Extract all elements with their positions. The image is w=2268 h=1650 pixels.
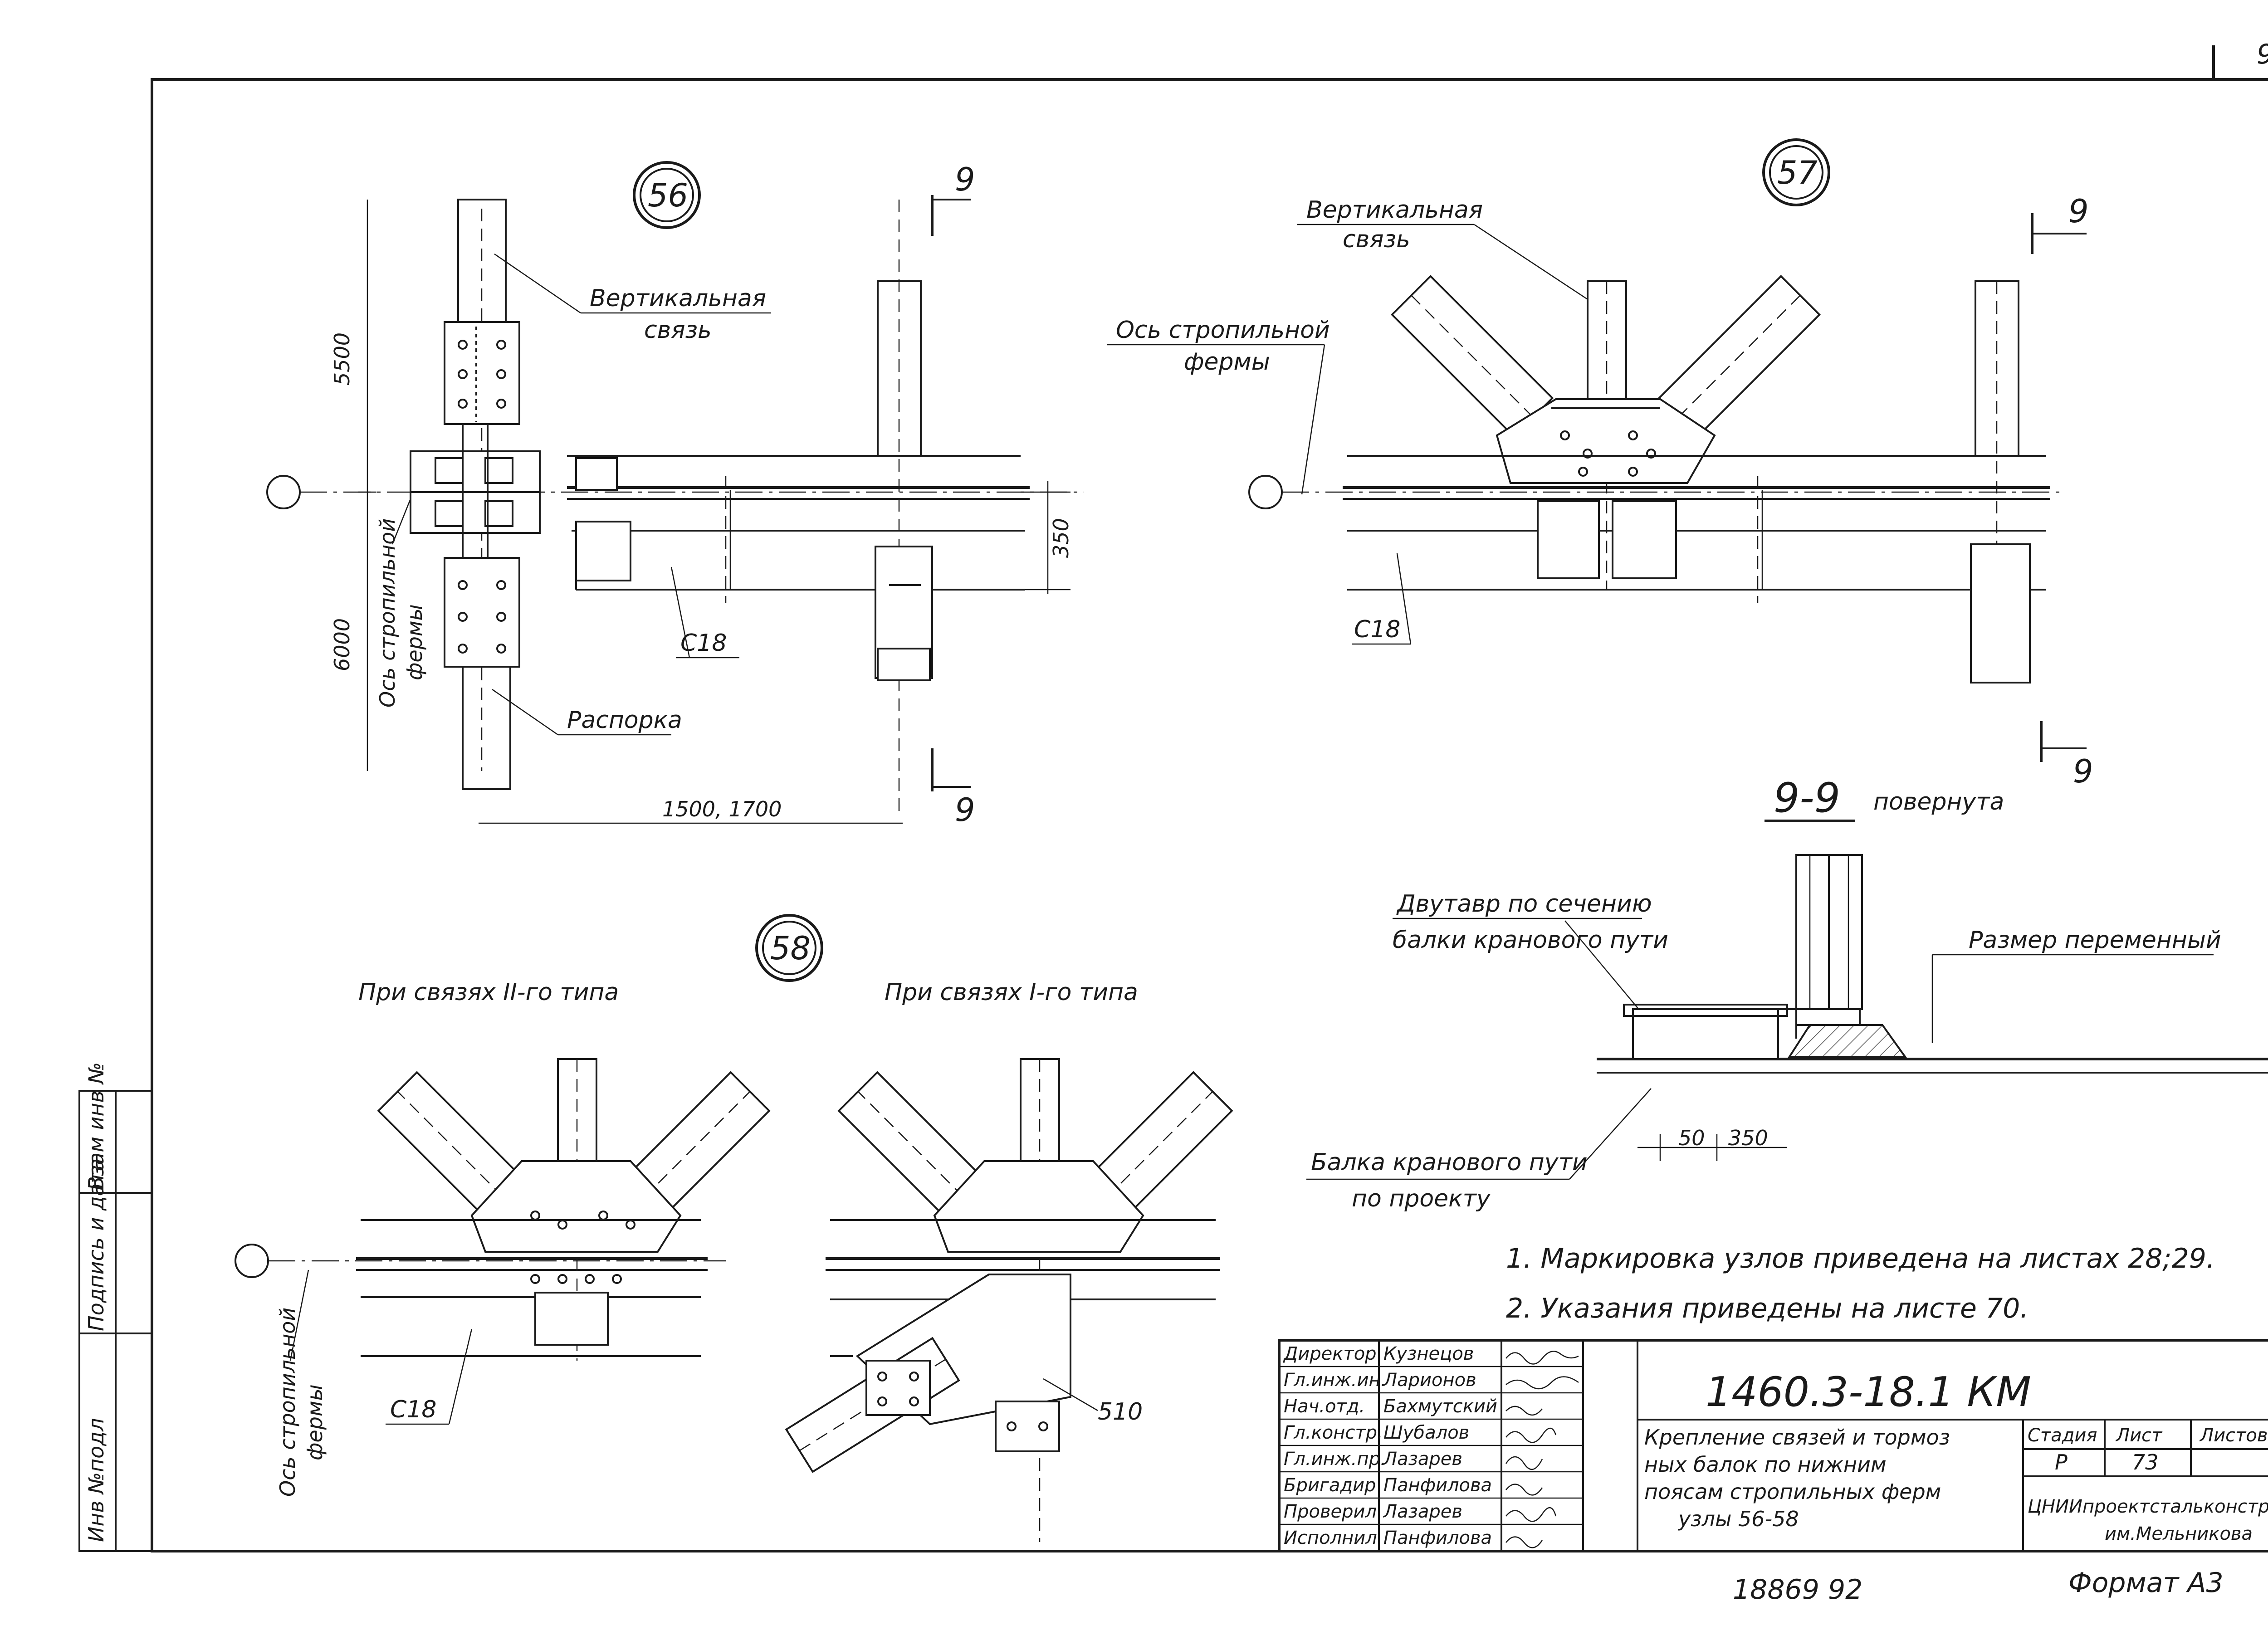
side-stamp-podpis: Подпись и дата xyxy=(84,1158,108,1331)
section-9-9-title: 9-9 xyxy=(1774,774,1840,822)
node-57-marker xyxy=(1762,138,1830,206)
dim-350-56: 350 xyxy=(1049,518,1073,558)
stage-value: Р xyxy=(2055,1450,2068,1474)
label-beam-2: по проекту xyxy=(1352,1185,1491,1212)
sheet-value: 73 xyxy=(2132,1450,2159,1474)
label-vert-57-1: Вертикальная xyxy=(1306,196,1483,224)
signatures xyxy=(1505,1351,1579,1548)
axis-label-56-2: фермы xyxy=(402,604,427,680)
role-3: Нач.отд. xyxy=(1284,1396,1365,1417)
plate-510: 510 xyxy=(1098,1398,1143,1425)
note-2: 2. Указания приведены на листе 70. xyxy=(1506,1293,2028,1324)
label-rasp-56: Распорка xyxy=(567,707,682,734)
axis-label-58-1: Ось стропильной xyxy=(275,1308,300,1497)
channel-56: С18 xyxy=(680,630,727,657)
dim-6000: 6000 xyxy=(330,618,354,671)
document-code: 1460.3-18.1 КМ xyxy=(1706,1368,2031,1416)
label-size: Размер переменный xyxy=(1969,927,2221,954)
node-58-drawing: 58 При связях II-го типа При связях I-го… xyxy=(235,914,1233,1542)
section-9-9-drawing: 9-9 повернута Двутавр по сечению балки к… xyxy=(1306,774,2268,1212)
axis-bubble-58 xyxy=(235,1244,269,1278)
name-3: Бахмутский xyxy=(1383,1396,1497,1417)
name-2: Ларионов xyxy=(1383,1370,1476,1391)
role-2: Гл.инж.ин. xyxy=(1284,1370,1386,1391)
organization: ЦНИИпроектстальконструкция xyxy=(2028,1496,2268,1517)
node-57-number: 57 xyxy=(1777,154,1818,191)
label-vert-57-2: связь xyxy=(1343,226,1410,253)
gusset-lower xyxy=(444,557,520,668)
axis-bubble-56 xyxy=(266,475,301,509)
name-5: Лазарев xyxy=(1383,1449,1462,1469)
title-line-1: Крепление связей и тормоз xyxy=(1644,1425,1950,1450)
gusset-upper xyxy=(444,321,520,425)
stage-head: Стадия xyxy=(2028,1425,2097,1446)
label-vert-56-2: связь xyxy=(644,317,712,344)
title-line-4: узлы 56-58 xyxy=(1677,1507,1799,1531)
dim-span-56: 1500, 1700 xyxy=(662,797,782,821)
section-57-top: 9 xyxy=(2068,193,2089,230)
axis-bubble-57 xyxy=(1248,475,1283,509)
label-beam-1: Балка кранового пути xyxy=(1311,1149,1588,1176)
title-line-2: ных балок по нижним xyxy=(1644,1452,1887,1477)
axis-label-57-2: фермы xyxy=(1184,348,1270,376)
dim-50: 50 xyxy=(1678,1126,1705,1150)
corner-number: 91 xyxy=(2257,39,2268,70)
node-58-number: 58 xyxy=(770,930,811,967)
sheet-head: Лист xyxy=(2115,1425,2163,1446)
format-label: Формат А3 xyxy=(2068,1567,2224,1599)
section-56-top: 9 xyxy=(955,161,975,198)
node-57-drawing: 57 Вертикальная связь Ось стропильной фе… xyxy=(1107,138,2093,790)
node-58-marker xyxy=(755,914,823,982)
sheet-frame xyxy=(151,78,2268,1552)
name-7: Лазарев xyxy=(1383,1501,1462,1522)
organization-sub: им.Мельникова xyxy=(2105,1523,2253,1544)
section-9-9-subtitle: повернута xyxy=(1873,788,2004,815)
label-dvutavr-2: балки кранового пути xyxy=(1393,927,1668,954)
name-4: Шубалов xyxy=(1383,1422,1469,1443)
label-dvutavr-1: Двутавр по сечению xyxy=(1396,890,1652,918)
channel-57: С18 xyxy=(1354,616,1400,643)
axis-label-56-1: Ось стропильной xyxy=(375,518,400,708)
role-8: Исполнил xyxy=(1284,1528,1377,1548)
title-block: Директор Гл.инж.ин. Нач.отд. Гл.констр. … xyxy=(1278,1339,2268,1552)
axis-label-57-1: Ось стропильной xyxy=(1116,317,1330,344)
node-56-marker xyxy=(633,161,701,229)
side-stamp-inv: Инв №подл xyxy=(84,1418,108,1542)
section-57-bot: 9 xyxy=(2073,753,2093,790)
section-56-bot: 9 xyxy=(955,791,975,829)
role-6: Бригадир xyxy=(1284,1475,1376,1496)
footer-left: 18869 92 xyxy=(1733,1574,1862,1606)
channel-58: С18 xyxy=(390,1396,436,1423)
dim-5500: 5500 xyxy=(330,332,354,386)
sheets-head: Листов xyxy=(2199,1425,2268,1446)
role-7: Проверил xyxy=(1284,1501,1377,1522)
axis-label-58-2: фермы xyxy=(303,1384,327,1460)
node-56-drawing: 56 5500 6000 Ось стропильной фермы xyxy=(266,161,1084,829)
role-4: Гл.констр. xyxy=(1284,1422,1383,1443)
node-56-number: 56 xyxy=(648,177,688,214)
role-1: Директор xyxy=(1283,1343,1377,1364)
side-stamp: Взам инв № Подпись и дата Инв №подл xyxy=(78,1062,153,1552)
caption-right-58: При связях I-го типа xyxy=(885,979,1138,1006)
name-1: Кузнецов xyxy=(1383,1343,1474,1364)
name-6: Панфилова xyxy=(1383,1475,1492,1496)
caption-left-58: При связях II-го типа xyxy=(358,979,619,1006)
side-stamp-vzam: Взам инв № xyxy=(84,1062,108,1191)
label-vert-56-1: Вертикальная xyxy=(590,285,766,312)
note-1: 1. Маркировка узлов приведена на листах … xyxy=(1506,1243,2215,1274)
name-8: Панфилова xyxy=(1383,1528,1492,1548)
role-5: Гл.инж.пр. xyxy=(1284,1449,1386,1469)
dim-350-99: 350 xyxy=(1728,1126,1768,1150)
title-line-3: поясам стропильных ферм xyxy=(1644,1479,1941,1504)
